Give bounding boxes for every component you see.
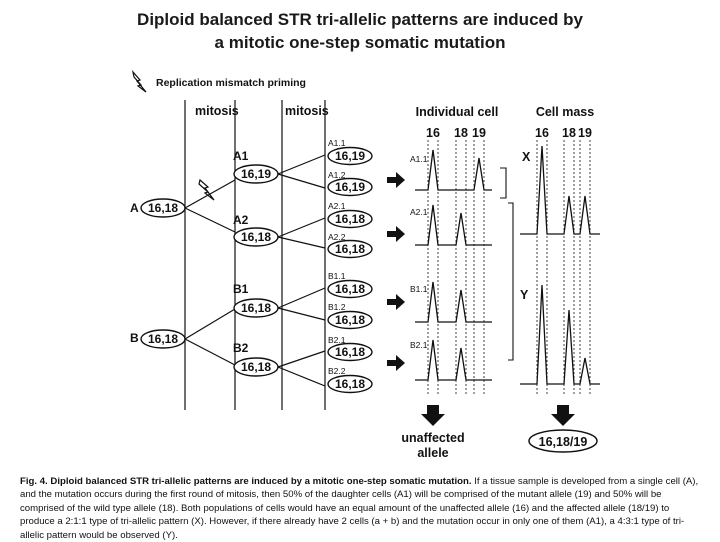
svg-text:A2.1: A2.1 xyxy=(328,201,346,211)
cell-a1-label: A1 xyxy=(233,149,249,163)
bracket-y-left xyxy=(508,202,514,361)
mass-peak-label-16: 16 xyxy=(535,126,549,140)
mitosis-label-2: mitosis xyxy=(285,104,329,118)
svg-text:16,18: 16,18 xyxy=(335,282,365,296)
mutation-diagram: Replication mismatch priming mitosis mit… xyxy=(130,69,600,460)
svg-text:A2.2: A2.2 xyxy=(328,232,346,242)
svg-text:B1.1: B1.1 xyxy=(410,284,428,294)
header-cell-mass: Cell mass xyxy=(536,105,594,119)
mass-trace-y xyxy=(520,284,600,385)
individual-guides xyxy=(427,140,485,395)
cell-a1-value: 16,19 xyxy=(241,167,271,181)
trace-a2-1: A2.1 xyxy=(410,204,492,246)
mutation-lightning-icon xyxy=(198,178,215,201)
daughter-a2-2: A2.2 16,18 xyxy=(327,232,373,259)
cell-b-label: B xyxy=(130,331,139,345)
svg-text:16,19: 16,19 xyxy=(335,149,365,163)
cell-b1-label: B1 xyxy=(233,282,249,296)
peak-label-16: 16 xyxy=(426,126,440,140)
daughter-a1-2: A1.2 16,19 xyxy=(327,170,373,197)
svg-text:16,18: 16,18 xyxy=(335,345,365,359)
down-arrow-individual xyxy=(421,405,445,426)
svg-text:A2.1: A2.1 xyxy=(410,207,428,217)
daughter-b1-2: B1.2 16,18 xyxy=(327,302,373,330)
result-unaffected: unaffected xyxy=(401,431,464,445)
label-x: X xyxy=(522,150,531,164)
svg-text:B1.2: B1.2 xyxy=(328,302,346,312)
label-y: Y xyxy=(520,288,529,302)
svg-text:A1.1: A1.1 xyxy=(328,138,346,148)
svg-text:16,18: 16,18 xyxy=(335,377,365,391)
trace-b2-1: B2.1 xyxy=(410,339,492,381)
svg-text:16,18: 16,18 xyxy=(335,242,365,256)
figure-caption: Fig. 4. Diploid balanced STR tri-allelic… xyxy=(20,475,705,542)
svg-text:A1.1: A1.1 xyxy=(410,154,428,164)
block-arrow-b2 xyxy=(387,355,405,371)
peak-label-19: 19 xyxy=(472,126,486,140)
cell-a2-label: A2 xyxy=(233,213,249,227)
peak-label-18: 18 xyxy=(454,126,468,140)
trace-b1-1: B1.1 xyxy=(410,281,492,323)
svg-text:B2.1: B2.1 xyxy=(410,340,428,350)
cell-a2-value: 16,18 xyxy=(241,230,271,244)
block-arrow-b1 xyxy=(387,294,405,310)
mass-peak-label-19: 19 xyxy=(578,126,592,140)
result-mass-oval xyxy=(528,429,598,453)
block-arrow-a1 xyxy=(387,172,405,188)
svg-text:B2.1: B2.1 xyxy=(328,335,346,345)
cell-a-label: A xyxy=(130,201,139,215)
mitosis-label-1: mitosis xyxy=(195,104,239,118)
mass-peak-label-18: 18 xyxy=(562,126,576,140)
legend-text: Replication mismatch priming xyxy=(156,77,306,89)
header-individual-cell: Individual cell xyxy=(416,105,499,119)
title-line-1: Diploid balanced STR tri-allelic pattern… xyxy=(137,10,583,29)
caption-rest: If a tissue sample is developed from a s… xyxy=(20,476,699,541)
cell-b2-value: 16,18 xyxy=(241,360,271,374)
lightning-icon xyxy=(131,69,147,93)
bracket-x-left xyxy=(500,167,507,199)
mass-trace-x xyxy=(520,145,600,235)
down-arrow-mass xyxy=(551,405,575,426)
title-line-2: a mitotic one-step somatic mutation xyxy=(214,33,506,52)
cell-b-value: 16,18 xyxy=(148,332,178,346)
daughter-a2-1: A2.1 16,18 xyxy=(327,201,373,229)
svg-text:B1.1: B1.1 xyxy=(328,271,346,281)
svg-text:A1.2: A1.2 xyxy=(328,170,346,180)
daughter-b2-2: B2.2 16,18 xyxy=(327,366,373,394)
result-mass: 16,18/19 xyxy=(539,435,588,449)
daughter-b1-1: B1.1 16,18 xyxy=(327,271,373,299)
caption-fig: Fig. 4. xyxy=(20,476,48,487)
cell-a-value: 16,18 xyxy=(148,201,178,215)
caption-bold: Diploid balanced STR tri-allelic pattern… xyxy=(50,476,472,487)
cell-b2-label: B2 xyxy=(233,341,249,355)
svg-text:16,18: 16,18 xyxy=(335,313,365,327)
block-arrow-a2 xyxy=(387,226,405,242)
result-allele: allele xyxy=(417,446,448,460)
daughter-a1-1: A1.1 16,19 xyxy=(327,138,373,166)
svg-text:16,18: 16,18 xyxy=(335,212,365,226)
svg-text:16,19: 16,19 xyxy=(335,180,365,194)
mass-guides xyxy=(536,140,591,395)
svg-text:B2.2: B2.2 xyxy=(328,366,346,376)
trace-a1-1: A1.1 xyxy=(410,149,492,191)
daughter-b2-1: B2.1 16,18 xyxy=(327,335,373,362)
cell-b1-value: 16,18 xyxy=(241,301,271,315)
